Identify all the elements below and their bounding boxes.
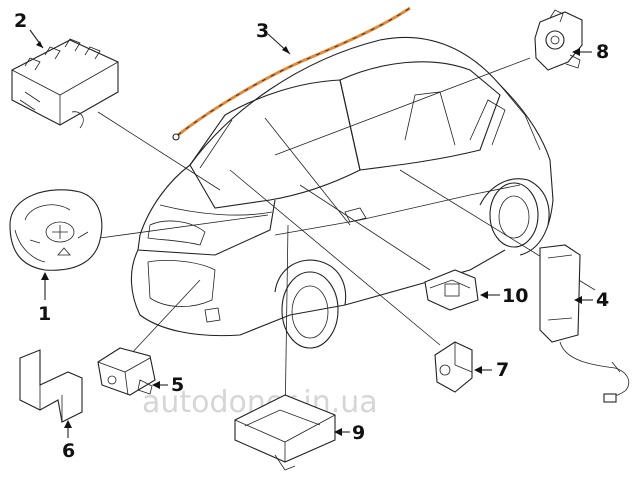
callout-2: 2 — [14, 10, 27, 32]
part-8-sensor — [534, 9, 592, 71]
car-outline — [130, 36, 554, 349]
callout-8: 8 — [596, 41, 609, 63]
part-9-airbag-control-unit — [234, 394, 350, 471]
part-7-impact-sensor — [434, 341, 492, 393]
part-1-steering-wheel-airbag — [9, 189, 103, 300]
callout-10: 10 — [502, 285, 528, 307]
leader-lines — [97, 57, 596, 426]
part-3-curtain-airbag — [172, 6, 411, 141]
callout-3: 3 — [256, 20, 269, 42]
callout-numbers: 2 3 8 1 4 10 7 5 6 9 — [14, 10, 609, 462]
part-10-sensor-bracket — [424, 269, 500, 311]
part-4-side-airbag — [539, 244, 630, 403]
callout-7: 7 — [496, 359, 509, 381]
callout-5: 5 — [171, 374, 184, 396]
callout-1: 1 — [38, 303, 51, 325]
part-5-sensor — [97, 347, 168, 396]
part-6-bracket — [19, 349, 83, 438]
callout-4: 4 — [596, 289, 609, 311]
callout-9: 9 — [352, 422, 365, 444]
part-2-passenger-airbag-module — [11, 29, 119, 129]
callout-6: 6 — [62, 440, 75, 462]
